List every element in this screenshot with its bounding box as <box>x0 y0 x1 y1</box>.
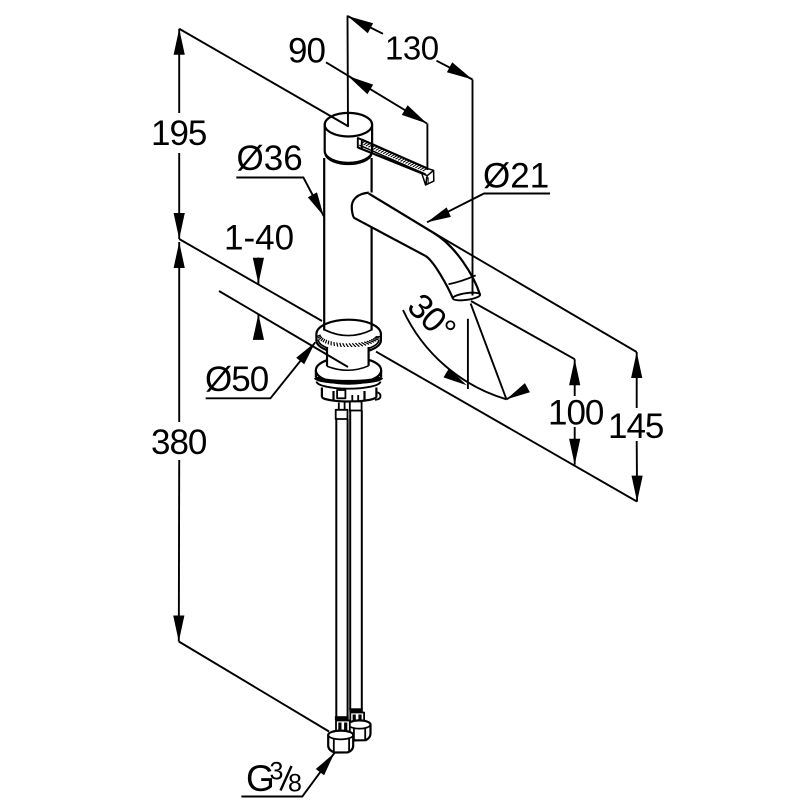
svg-text:Ø50: Ø50 <box>205 360 269 399</box>
svg-text:Ø21: Ø21 <box>483 157 549 196</box>
svg-text:8: 8 <box>288 770 302 798</box>
svg-text:195: 195 <box>151 114 206 153</box>
svg-text:3: 3 <box>270 758 284 786</box>
svg-text:Ø36: Ø36 <box>237 139 303 178</box>
svg-text:100: 100 <box>548 394 604 433</box>
svg-text:380: 380 <box>151 423 207 462</box>
svg-text:1-40: 1-40 <box>224 219 294 258</box>
svg-text:G: G <box>246 758 274 799</box>
svg-text:90: 90 <box>288 32 325 71</box>
svg-text:130: 130 <box>385 29 439 66</box>
svg-text:145: 145 <box>608 407 663 446</box>
